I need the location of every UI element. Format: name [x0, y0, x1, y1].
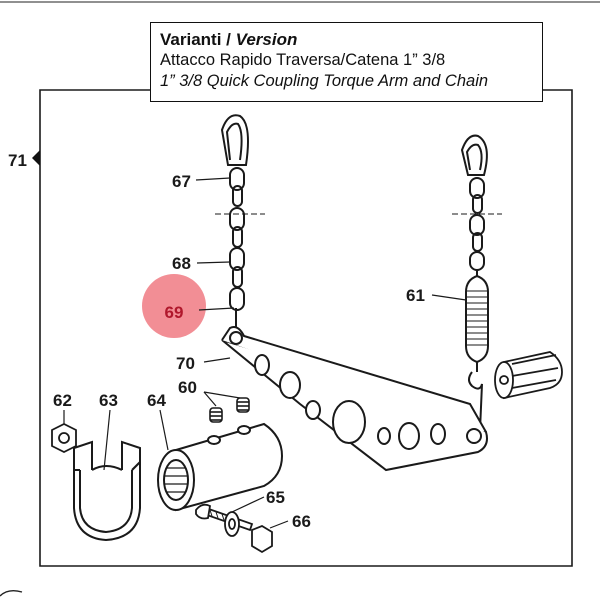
clamp[interactable]: [73, 440, 141, 542]
left-chain[interactable]: [229, 167, 245, 337]
part-label-69[interactable]: 69: [165, 303, 184, 322]
title-box: Varianti / Version Attacco Rapido Traver…: [150, 22, 543, 102]
diagram-frame: [39, 89, 573, 567]
part-label-70[interactable]: 70: [176, 354, 195, 373]
part-label-67[interactable]: 67: [172, 172, 191, 191]
variant-en: Version: [235, 30, 298, 49]
part-label-64[interactable]: 64: [147, 391, 166, 410]
tension-spring[interactable]: [465, 270, 489, 431]
part-label-62[interactable]: 62: [53, 391, 72, 410]
assembly-marker-arrow: [32, 150, 40, 166]
coupling-sleeve[interactable]: [157, 422, 284, 512]
variant-it: Varianti: [160, 30, 222, 49]
selected-part-highlight: [142, 274, 206, 338]
bolt[interactable]: [195, 503, 254, 532]
hex-nut[interactable]: [51, 422, 77, 454]
part-label-66[interactable]: 66: [292, 512, 311, 531]
title-line-italian: Attacco Rapido Traversa/Catena 1” 3/8: [160, 51, 446, 69]
part-label-65[interactable]: 65: [266, 488, 285, 507]
part-label-60[interactable]: 60: [178, 378, 197, 397]
set-screws[interactable]: [209, 397, 250, 423]
assembly-ref-label: 71: [8, 151, 27, 170]
left-carabiner: [220, 114, 249, 166]
part-label-63[interactable]: 63: [99, 391, 118, 410]
washer[interactable]: [224, 511, 273, 554]
part-label-68[interactable]: 68: [172, 254, 191, 273]
bottom-edge: [0, 589, 23, 597]
right-carabiner: [460, 134, 488, 176]
variant-separator: /: [226, 30, 231, 49]
shaft-end: [494, 351, 563, 400]
leader-lines: [63, 177, 467, 529]
right-chain[interactable]: [469, 177, 485, 271]
title-line-english: 1” 3/8 Quick Coupling Torque Arm and Cha…: [160, 72, 489, 90]
title-line-variant: Varianti / Version: [160, 29, 534, 50]
torque-arm-plate[interactable]: [221, 326, 488, 472]
part-label-61[interactable]: 61: [406, 286, 425, 305]
